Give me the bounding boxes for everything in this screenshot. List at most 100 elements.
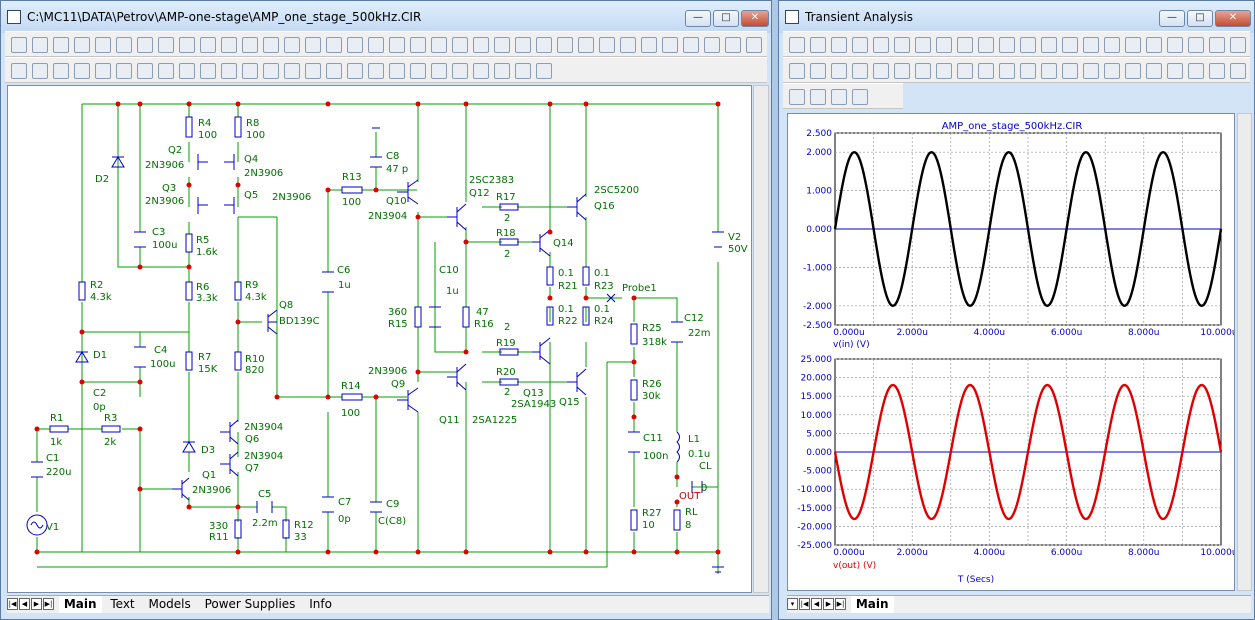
toolbar-button-icon[interactable]	[32, 37, 48, 53]
toolbar-button-icon[interactable]	[599, 37, 615, 53]
toolbar-button-icon[interactable]	[32, 63, 48, 79]
analysis-close-button[interactable]: ✕	[1215, 10, 1251, 27]
toolbar-button-icon[interactable]	[368, 63, 384, 79]
toolbar-button-icon[interactable]	[831, 37, 847, 53]
toolbar-button-icon[interactable]	[873, 37, 889, 53]
toolbar-button-icon[interactable]	[683, 37, 699, 53]
analysis-tab-main[interactable]: Main	[850, 596, 894, 613]
toolbar-button-icon[interactable]	[1188, 37, 1204, 53]
toolbar-button-icon[interactable]	[74, 63, 90, 79]
toolbar-button-icon[interactable]	[263, 37, 279, 53]
toolbar-button-icon[interactable]	[347, 37, 363, 53]
toolbar-button-icon[interactable]	[11, 37, 27, 53]
close-button[interactable]: ✕	[741, 10, 769, 27]
toolbar-button-icon[interactable]	[137, 63, 153, 79]
toolbar-button-icon[interactable]	[53, 37, 69, 53]
analysis-maximize-button[interactable]: □	[1187, 10, 1213, 27]
toolbar-button-icon[interactable]	[852, 37, 868, 53]
toolbar-button-icon[interactable]	[242, 63, 258, 79]
toolbar-button-icon[interactable]	[1020, 37, 1036, 53]
toolbar-button-icon[interactable]	[1062, 37, 1078, 53]
minimize-button[interactable]: —	[685, 10, 711, 27]
toolbar-button-icon[interactable]	[1146, 63, 1162, 79]
toolbar-button-icon[interactable]	[789, 37, 805, 53]
toolbar-button-icon[interactable]	[284, 37, 300, 53]
toolbar-button-icon[interactable]	[1041, 63, 1057, 79]
toolbar-button-icon[interactable]	[1083, 63, 1099, 79]
toolbar-button-icon[interactable]	[200, 63, 216, 79]
toolbar-button-icon[interactable]	[620, 37, 636, 53]
toolbar-button-icon[interactable]	[704, 37, 720, 53]
toolbar-button-icon[interactable]	[873, 63, 889, 79]
toolbar-button-icon[interactable]	[978, 63, 994, 79]
last-page-icon[interactable]: ▶|	[43, 598, 54, 610]
toolbar-button-icon[interactable]	[473, 37, 489, 53]
toolbar-button-icon[interactable]	[515, 37, 531, 53]
toolbar-button-icon[interactable]	[53, 63, 69, 79]
tab-text[interactable]: Text	[110, 597, 135, 611]
toolbar-button-icon[interactable]	[11, 63, 27, 79]
tab-power-supplies[interactable]: Power Supplies	[204, 597, 296, 611]
toolbar-button-icon[interactable]	[1230, 63, 1246, 79]
toolbar-button-icon[interactable]	[789, 63, 805, 79]
toolbar-button-icon[interactable]	[915, 63, 931, 79]
toolbar-button-icon[interactable]	[915, 37, 931, 53]
toolbar-button-icon[interactable]	[158, 37, 174, 53]
toolbar-button-icon[interactable]	[1230, 37, 1246, 53]
toolbar-button-icon[interactable]	[810, 37, 826, 53]
toolbar-button-icon[interactable]	[200, 37, 216, 53]
toolbar-button-icon[interactable]	[894, 37, 910, 53]
toolbar-button-icon[interactable]	[242, 37, 258, 53]
toolbar-button-icon[interactable]	[452, 63, 468, 79]
toolbar-button-icon[interactable]	[936, 37, 952, 53]
toolbar-button-icon[interactable]	[179, 63, 195, 79]
toolbar-button-icon[interactable]	[1125, 63, 1141, 79]
analysis-minimize-button[interactable]: —	[1159, 10, 1185, 27]
toolbar-button-icon[interactable]	[957, 37, 973, 53]
schematic-canvas[interactable]: R4 100 R8 100 Q2 2N3906 Q4 2N3906 Q3 2N3…	[7, 85, 752, 593]
toolbar-button-icon[interactable]	[1104, 37, 1120, 53]
toolbar-button-icon[interactable]	[74, 37, 90, 53]
tab-info[interactable]: Info	[309, 597, 332, 611]
toolbar-button-icon[interactable]	[494, 63, 510, 79]
toolbar-button-icon[interactable]	[284, 63, 300, 79]
toolbar-button-icon[interactable]	[810, 63, 826, 79]
toolbar-button-icon[interactable]	[95, 37, 111, 53]
toolbar-button-icon[interactable]	[536, 37, 552, 53]
toolbar-button-icon[interactable]	[578, 37, 594, 53]
analysis-menu-icon[interactable]: ▾	[787, 598, 798, 610]
toolbar-button-icon[interactable]	[305, 63, 321, 79]
toolbar-button-icon[interactable]	[999, 63, 1015, 79]
toolbar-button-icon[interactable]	[536, 63, 552, 79]
toolbar-button-icon[interactable]	[494, 37, 510, 53]
toolbar-button-icon[interactable]	[1083, 37, 1099, 53]
toolbar-button-icon[interactable]	[1167, 63, 1183, 79]
vertical-scrollbar[interactable]	[753, 85, 769, 593]
toolbar-button-icon[interactable]	[326, 37, 342, 53]
analysis-prev-icon[interactable]: ◀	[811, 598, 822, 610]
toolbar-button-icon[interactable]	[1125, 37, 1141, 53]
toolbar-button-icon[interactable]	[1209, 37, 1225, 53]
toolbar-button-icon[interactable]	[389, 37, 405, 53]
toolbar-button-icon[interactable]	[1104, 63, 1120, 79]
toolbar-button-icon[interactable]	[221, 63, 237, 79]
toolbar-button-icon[interactable]	[641, 37, 657, 53]
toolbar-button-icon[interactable]	[978, 37, 994, 53]
toolbar-button-icon[interactable]	[662, 37, 678, 53]
toolbar-button-icon[interactable]	[725, 37, 741, 53]
toolbar-button-icon[interactable]	[452, 37, 468, 53]
toolbar-button-icon[interactable]	[1188, 63, 1204, 79]
toolbar-button-icon[interactable]	[894, 63, 910, 79]
first-page-icon[interactable]: |◀	[7, 598, 18, 610]
toolbar-button-icon[interactable]	[852, 63, 868, 79]
toolbar-button-icon[interactable]	[852, 89, 868, 105]
toolbar-button-icon[interactable]	[326, 63, 342, 79]
toolbar-button-icon[interactable]	[789, 89, 805, 105]
toolbar-button-icon[interactable]	[1146, 37, 1162, 53]
toolbar-button-icon[interactable]	[116, 63, 132, 79]
toolbar-button-icon[interactable]	[515, 63, 531, 79]
prev-page-icon[interactable]: ◀	[19, 598, 30, 610]
analysis-next-icon[interactable]: ▶	[823, 598, 834, 610]
toolbar-button-icon[interactable]	[221, 37, 237, 53]
toolbar-button-icon[interactable]	[116, 37, 132, 53]
